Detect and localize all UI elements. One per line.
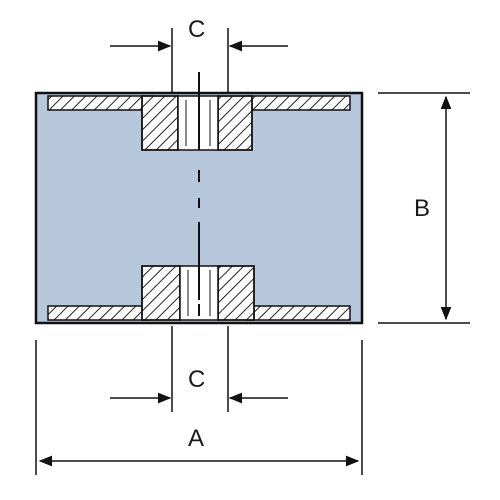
dimension-label-c-bottom: C <box>188 366 205 393</box>
top-plate <box>47 95 351 111</box>
dimension-label-b: B <box>414 195 430 222</box>
dimension-label-c-top: C <box>188 16 205 43</box>
top-threaded-insert <box>141 95 253 151</box>
dimension-a <box>35 340 363 475</box>
dimension-c-top <box>110 28 288 92</box>
dimension-label-a: A <box>188 425 204 452</box>
dimension-b <box>378 92 470 324</box>
dimension-c-bottom <box>110 326 288 412</box>
